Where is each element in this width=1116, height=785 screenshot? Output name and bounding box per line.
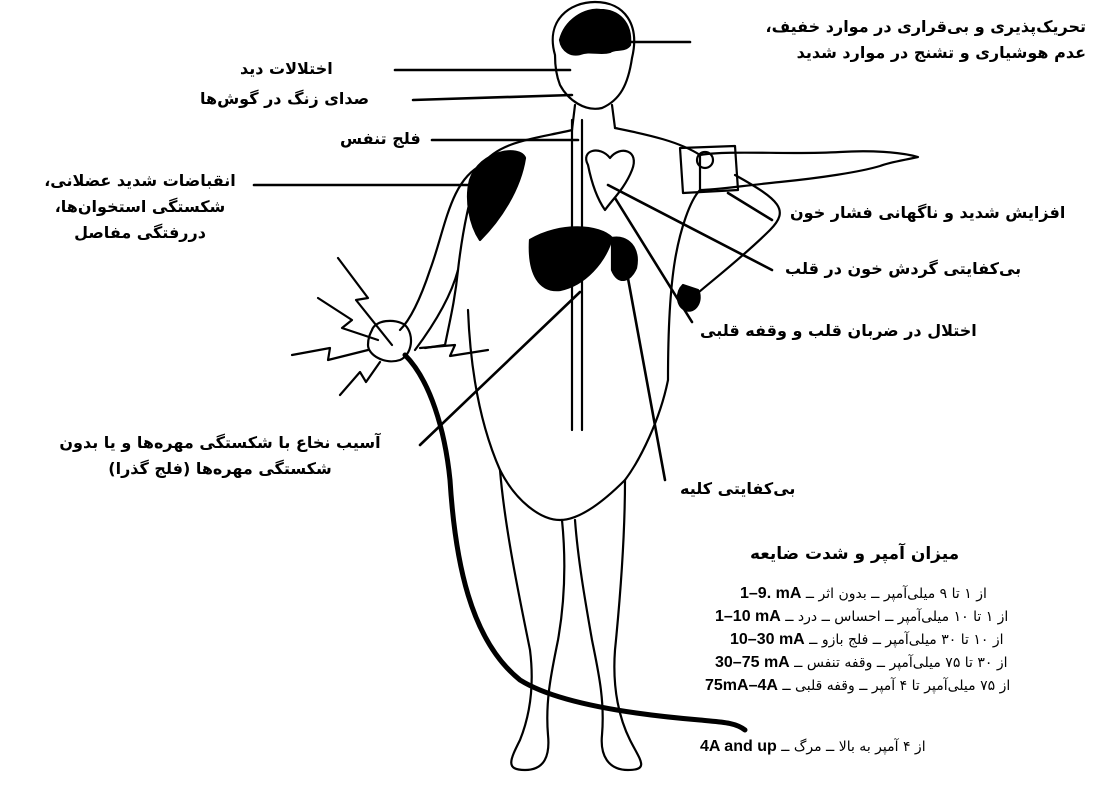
legend-row: از ۷۵ میلی‌آمپر تا ۴ آمپر ــ وقفه قلبی ـ… — [705, 677, 1010, 695]
kidney-icon — [612, 238, 637, 280]
right-arm-outline — [700, 151, 918, 190]
legend-row: از ۳۰ تا ۷۵ میلی‌آمپر ــ وقفه تنفس ــ 30… — [715, 654, 1008, 672]
label-ringing: صدای زنگ در گوش‌ها — [200, 86, 369, 112]
brain-icon — [560, 10, 630, 55]
label-spinal: آسیب نخاع با شکستگی مهره‌ها و یا بدون شک… — [20, 430, 420, 482]
label-circulation: بی‌کفایتی گردش خون در قلب — [785, 256, 1021, 282]
bp-tube-line — [690, 175, 780, 300]
label-kidney: بی‌کفایتی کلیه — [680, 476, 795, 502]
label-muscle: انقباضات شدید عضلانی، شکستگی استخوان‌ها،… — [30, 168, 250, 246]
label-brain: تحریک‌پذیری و بی‌قراری در موارد خفیف، عد… — [646, 14, 1086, 66]
legend-row-desc: از ۳۰ تا ۷۵ میلی‌آمپر ــ وقفه تنفس ــ — [794, 655, 1007, 671]
lightning-bolt-icon — [318, 298, 378, 340]
lightning-bolt-icon — [420, 345, 488, 356]
legend-row-desc: از ۴ آمپر به بالا ــ مرگ ــ — [781, 739, 925, 755]
legend-row: از ۱۰ تا ۳۰ میلی‌آمپر ــ فلج بازو ــ 10–… — [730, 631, 1004, 649]
legend-row-current: 30–75 mA — [715, 654, 790, 671]
leader-blood-pressure — [728, 193, 772, 220]
legend-row-current: 75mA–4A — [705, 677, 778, 694]
liver-icon — [530, 227, 612, 290]
legend-title: میزان آمپر و شدت ضایعه — [750, 544, 959, 564]
legend-row-desc: از ۱ تا ۱۰ میلی‌آمپر ــ احساس ــ درد ــ — [785, 609, 1008, 625]
legend-row-desc: از ۱۰ تا ۳۰ میلی‌آمپر ــ فلج بازو ــ — [809, 632, 1003, 648]
legend-row-current: 1–9. mA — [740, 585, 801, 602]
legend-row: از ۴ آمپر به بالا ــ مرگ ــ 4A and up — [700, 738, 926, 756]
lightning-bolt-icon — [292, 348, 368, 360]
legend-row-desc: از ۷۵ میلی‌آمپر تا ۴ آمپر ــ وقفه قلبی ـ… — [782, 678, 1010, 694]
heart-icon — [586, 151, 634, 210]
label-heart: اختلال در ضربان قلب و وقفه قلبی — [700, 318, 977, 344]
leader-spinal — [420, 292, 580, 445]
lightning-bolt-icon — [340, 362, 380, 395]
label-vision: اختلالات دید — [240, 56, 333, 82]
right-leg-outline — [575, 480, 641, 770]
torso-outline — [425, 128, 700, 520]
legend-row-current: 4A and up — [700, 738, 777, 755]
legend-row: از ۱ تا ۹ میلی‌آمپر ــ بدون اثر ــ 1–9. … — [740, 585, 987, 603]
legend-row: از ۱ تا ۱۰ میلی‌آمپر ــ احساس ــ درد ــ … — [715, 608, 1008, 626]
shoulder-muscle-shade — [468, 151, 525, 240]
leader-ringing — [413, 95, 572, 100]
label-respiratory-paralysis: فلج تنفس — [340, 126, 421, 152]
legend-row-desc: از ۱ تا ۹ میلی‌آمپر ــ بدون اثر ــ — [806, 586, 987, 602]
label-blood-pressure: افزایش شدید و ناگهانی فشار خون — [790, 200, 1065, 226]
left-leg-outline — [500, 470, 564, 770]
legend-row-current: 1–10 mA — [715, 608, 781, 625]
legend-row-current: 10–30 mA — [730, 631, 805, 648]
lightning-bolt-icon — [338, 258, 392, 345]
